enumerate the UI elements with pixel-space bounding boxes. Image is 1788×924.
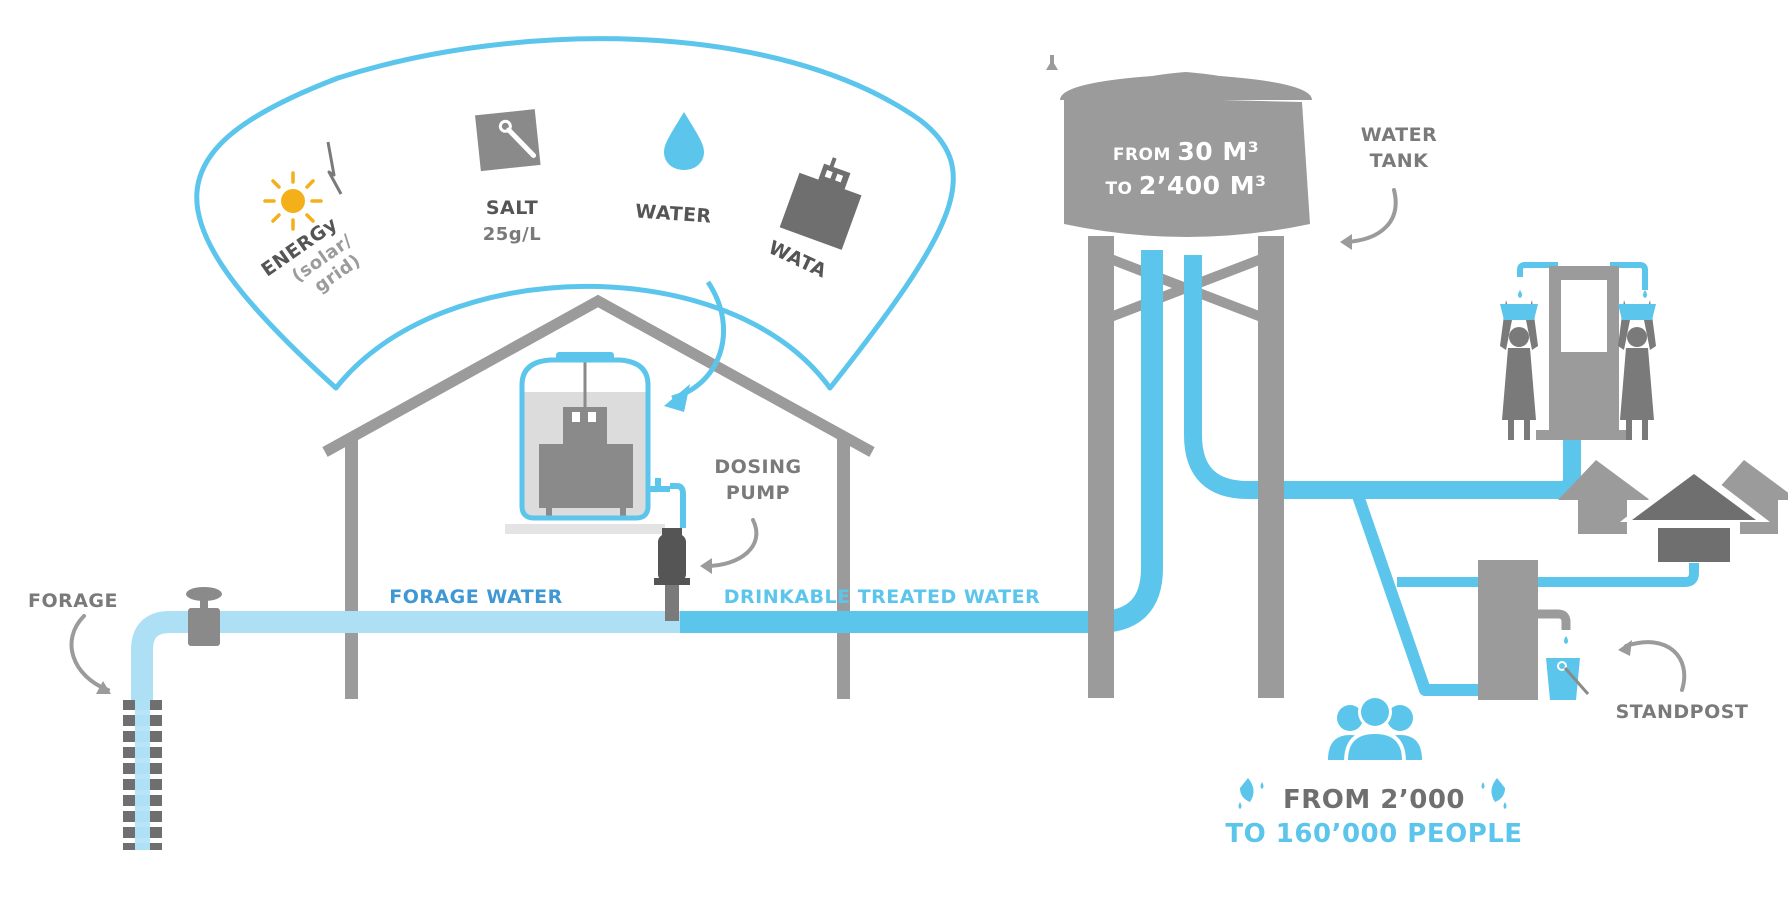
water-title: WATER bbox=[635, 200, 713, 227]
borehole bbox=[123, 700, 162, 850]
forage-arrow bbox=[69, 614, 110, 692]
water-tank-label-2: TANK bbox=[1370, 150, 1430, 172]
salt-amount: 25g/L bbox=[483, 224, 541, 245]
tank-arrow bbox=[1344, 188, 1398, 244]
woman-figure-right bbox=[1618, 300, 1656, 440]
forage-pipe bbox=[131, 611, 680, 705]
public-fountain bbox=[1536, 266, 1632, 440]
forage-label: FORAGE bbox=[28, 590, 118, 612]
treatment-house bbox=[322, 294, 875, 699]
splash-icon-right bbox=[1481, 778, 1507, 809]
distribution-pipes bbox=[1184, 255, 1699, 696]
dosing-pump-icon bbox=[654, 528, 690, 621]
wata-device-icon bbox=[779, 157, 862, 250]
sun-icon bbox=[263, 171, 323, 231]
water-tank-label-1: WATER bbox=[1361, 124, 1437, 146]
salt-bag-icon bbox=[475, 109, 541, 172]
people-range-line-2: TO 160’000 PEOPLE bbox=[1225, 819, 1522, 849]
standpost-arrow bbox=[1624, 640, 1687, 692]
dosing-pump-label-1: DOSING bbox=[714, 456, 801, 478]
inputs-bubble bbox=[194, 36, 956, 412]
tank-capacity-line-1: FROM 30 M³ bbox=[1113, 137, 1259, 166]
standpost bbox=[1478, 560, 1571, 700]
lightning-icon bbox=[326, 141, 343, 195]
chlorination-tank bbox=[505, 352, 686, 534]
standpost-label: STANDPOST bbox=[1616, 701, 1749, 723]
salt-title: SALT bbox=[486, 197, 538, 219]
valve-icon bbox=[186, 587, 222, 646]
bucket-icon bbox=[1546, 658, 1590, 700]
water-drops-small bbox=[1518, 290, 1647, 298]
dosing-arrow bbox=[704, 518, 759, 568]
people-group-icon bbox=[1328, 695, 1422, 762]
houses-cluster bbox=[1558, 460, 1788, 563]
dosing-pump-label-2: PUMP bbox=[726, 482, 790, 504]
splash-icon-left bbox=[1238, 778, 1264, 809]
people-range-line-1: FROM 2’000 bbox=[1283, 785, 1465, 815]
water-drop-icon bbox=[664, 112, 704, 170]
forage-water-label: FORAGE WATER bbox=[389, 586, 563, 608]
woman-figure-left bbox=[1500, 300, 1538, 440]
drinkable-water-label: DRINKABLE TREATED WATER bbox=[724, 586, 1041, 608]
tank-capacity-line-2: TO 2’400 M³ bbox=[1105, 171, 1266, 200]
